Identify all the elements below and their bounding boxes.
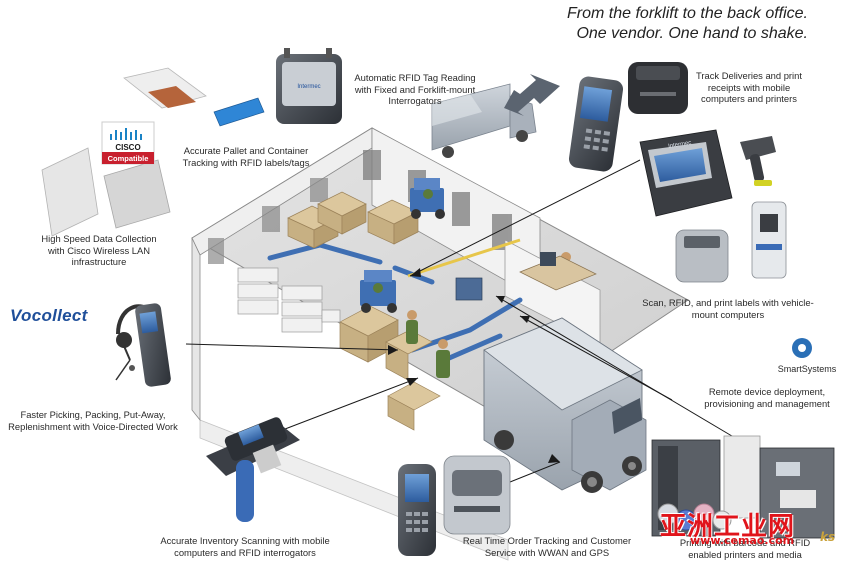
caption-rfid-tags: Accurate Pallet and Container Tracking w… <box>182 145 310 168</box>
mobile-computer-icon <box>568 76 624 172</box>
forklift-icon <box>360 270 397 313</box>
vehicle-mount-computer-icon: Intermec <box>639 129 733 217</box>
handheld-terminal-icon <box>135 303 171 387</box>
barcode-scanner-icon <box>740 136 776 186</box>
delivery-truck-bottom <box>483 317 647 493</box>
caption-voice: Faster Picking, Packing, Put-Away, Reple… <box>8 409 178 432</box>
callout-arrows <box>388 74 560 463</box>
caption-rfid-reading: Automatic RFID Tag Reading with Fixed an… <box>354 72 476 106</box>
vocollect-logo: Vocollect <box>10 306 88 325</box>
caption-inventory: Accurate Inventory Scanning with mobile … <box>160 535 330 558</box>
caption-vehicle-mount: Scan, RFID, and print labels with vehicl… <box>642 297 814 320</box>
caption-deliveries: Track Deliveries and print receipts with… <box>696 70 802 104</box>
rfid-handheld-icon <box>751 201 787 279</box>
caption-cisco-lan: High Speed Data Collection with Cisco Wi… <box>41 233 157 267</box>
smartsystems-logo <box>792 338 812 358</box>
headline-line1: From the forklift to the back office. <box>567 5 808 22</box>
receipt-printer-icon <box>443 455 511 535</box>
forklift-icon <box>410 178 445 219</box>
pallet-stacks <box>237 191 441 431</box>
callout-lines <box>185 159 743 495</box>
label-media-rolls-icon <box>657 503 732 531</box>
rfid-label-icon <box>123 67 265 127</box>
inventory-scanner-icon <box>206 417 300 522</box>
truck-arrow-icon <box>504 74 560 116</box>
mobile-printer-icon <box>628 62 688 114</box>
svg-text:Intermec: Intermec <box>668 140 692 150</box>
svg-text:CISCO: CISCO <box>115 143 140 152</box>
caption-printing: Printing with barcode and RFID enabled p… <box>679 537 811 560</box>
cisco-logo: CISCO Compatible <box>101 121 155 165</box>
rfid-reader-icon: Intermec <box>276 48 342 124</box>
svg-text:Intermec: Intermec <box>297 84 320 90</box>
handheld-computer-icon <box>398 464 436 556</box>
headline: From the forklift to the back office. On… <box>567 4 808 44</box>
watermark-partial: ks <box>820 530 836 544</box>
cisco-access-point-icon <box>41 147 171 237</box>
smartsystems-label: SmartSystems <box>777 364 837 374</box>
caption-order-tracking: Real Time Order Tracking and Customer Se… <box>462 535 632 558</box>
svg-text:Compatible: Compatible <box>108 154 149 163</box>
headline-line2: One vendor. One hand to shake. <box>576 25 808 42</box>
caption-remote: Remote device deployment, provisioning a… <box>704 386 830 409</box>
watermark-cn: 亚洲工业网 <box>660 512 796 542</box>
belt-printer-icon <box>675 229 729 283</box>
office-desk <box>455 252 597 301</box>
floor-marking <box>407 238 521 278</box>
watermark-url: www.cemao.com <box>690 534 795 547</box>
